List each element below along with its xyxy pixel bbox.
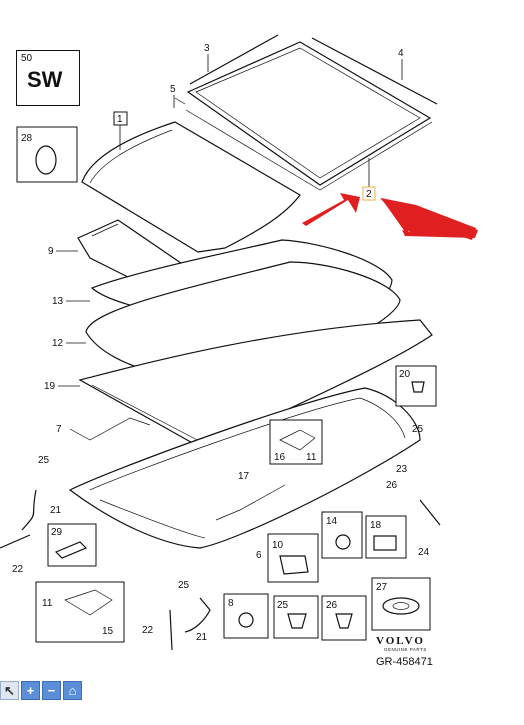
hose-21-left[interactable] (21, 489, 37, 531)
cursor-icon[interactable]: ↖ (0, 681, 19, 700)
callout-25-left: 25 (38, 455, 50, 466)
callout-24: 24 (418, 547, 430, 558)
brand-logo: VOLVO (376, 635, 425, 647)
callout-14: 14 (326, 516, 338, 527)
rail-4[interactable] (311, 37, 438, 105)
zoom-in-icon[interactable]: + (21, 681, 40, 700)
strip-17[interactable] (215, 484, 286, 521)
hose-22-left[interactable] (0, 534, 31, 549)
callout-12: 12 (52, 338, 64, 349)
callout-26-right: 26 (386, 480, 398, 491)
callout-1: 1 (117, 114, 123, 125)
callout-box-2[interactable] (362, 186, 376, 201)
callout-9: 9 (48, 246, 54, 257)
glass-panel-part[interactable] (81, 121, 301, 253)
brand-tagline: GENUINE PARTS (384, 647, 427, 652)
zoom-out-icon[interactable]: − (42, 681, 61, 700)
diagram-reference: GR-458471 (376, 656, 433, 668)
callout-3: 3 (204, 43, 210, 54)
motor-detail-16-11[interactable] (269, 419, 323, 465)
callout-17: 17 (238, 471, 250, 482)
callout-18: 18 (370, 520, 382, 531)
callout-8: 8 (228, 598, 234, 609)
callout-11-upper: 11 (306, 452, 317, 463)
callout-25-right: 25 (412, 424, 424, 435)
model-badge-number: 50 (21, 53, 33, 64)
callout-15: 15 (102, 626, 114, 637)
sunshade-frame-part[interactable] (185, 41, 433, 191)
callout-22-left: 22 (12, 564, 24, 575)
hose-21-center[interactable] (184, 597, 211, 633)
model-badge: 50 SW (16, 50, 80, 106)
callout-6: 6 (256, 550, 262, 561)
pipe-24[interactable] (419, 499, 441, 526)
red-arrow-left (302, 193, 360, 226)
mechanism-frame[interactable] (68, 387, 421, 549)
callout-13: 13 (52, 296, 64, 307)
callout-11: 11 (42, 598, 53, 609)
red-arrow-right-body (381, 198, 476, 240)
callout-2: 2 (366, 189, 372, 200)
seal-strip-3[interactable] (189, 34, 279, 85)
model-badge-text: SW (27, 67, 63, 92)
callout-23: 23 (396, 464, 408, 475)
callout-5: 5 (170, 84, 176, 95)
callout-21-center: 21 (196, 632, 208, 643)
callout-22-center: 22 (142, 625, 154, 636)
callout-27: 27 (376, 582, 388, 593)
zoom-toolbar: ↖ + − ⌂ (0, 681, 82, 702)
callout-4: 4 (398, 48, 404, 59)
home-icon[interactable]: ⌂ (63, 681, 82, 700)
hose-22-center[interactable] (169, 609, 173, 651)
callout-box-11[interactable] (35, 581, 125, 643)
callout-16: 16 (274, 452, 286, 463)
callout-25-center: 25 (178, 580, 190, 591)
cable-7[interactable] (69, 417, 151, 441)
callout-25-box: 25 (277, 600, 289, 611)
callout-19: 19 (44, 381, 56, 392)
callout-box-1 (113, 111, 128, 126)
callout-28: 28 (21, 133, 33, 144)
callout-29: 29 (51, 527, 63, 538)
callout-10: 10 (272, 540, 284, 551)
callout-20: 20 (399, 369, 411, 380)
callout-26-box: 26 (326, 600, 338, 611)
callout-7: 7 (56, 424, 62, 435)
callout-21-left: 21 (50, 505, 62, 516)
callout-box-10[interactable] (267, 533, 319, 583)
